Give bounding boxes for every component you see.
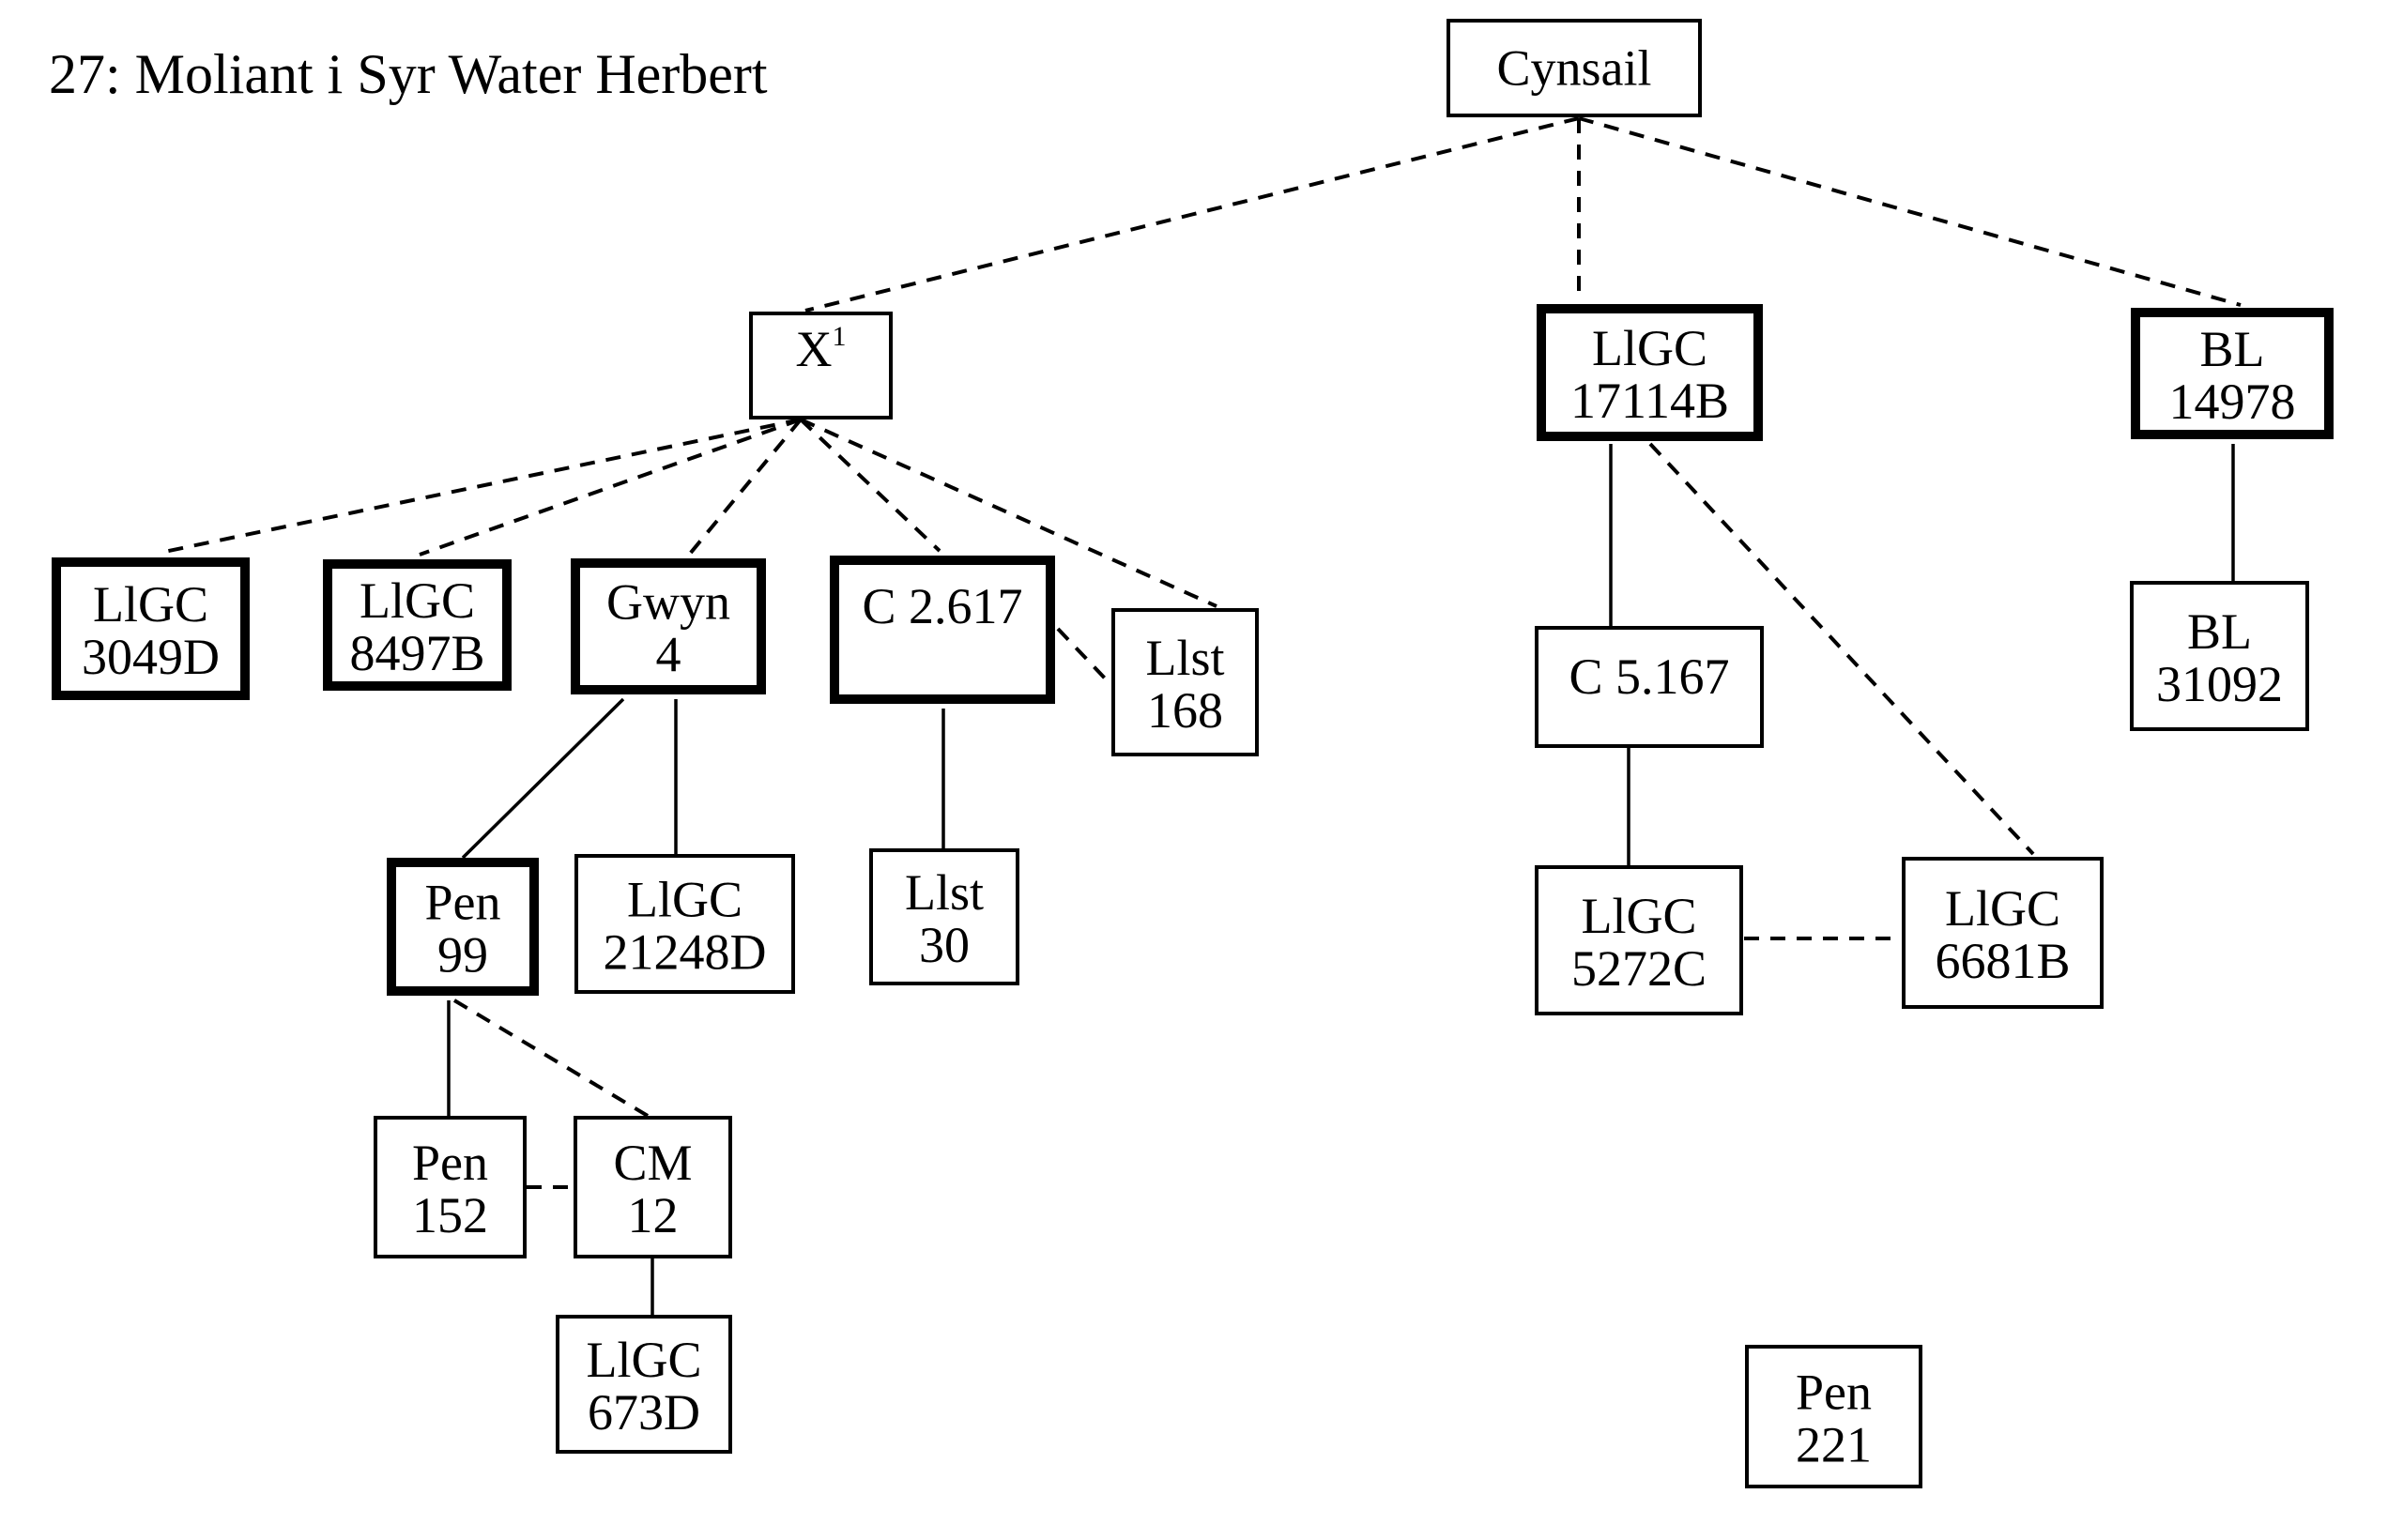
node-label-llgc-21248d-line-2: 21248D	[604, 924, 767, 981]
node-label-llgc-673d-line-1: LlGC	[586, 1332, 701, 1388]
node-label-cm-12-line-1: CM	[613, 1135, 692, 1191]
node-box-cynsail	[1447, 19, 1702, 117]
node-label-llgc-5272c-line-2: 5272C	[1571, 940, 1707, 997]
node-superscript-x1: 1	[833, 321, 847, 352]
node-label-llgc-6681b-line-1: LlGC	[1945, 880, 2060, 937]
node-label-llst-30-line-2: 30	[919, 917, 970, 973]
edge-x1-to-llst-168	[800, 418, 1217, 608]
node-box-llgc-673d	[556, 1315, 732, 1454]
edge-c-2-617-to-llst-168	[1056, 627, 1111, 685]
node-label-c-5-167-line-1: C 5.167	[1569, 648, 1729, 705]
edge-cynsail-to-x1	[804, 116, 1580, 313]
node-box-pen-99	[387, 858, 539, 996]
node-label-pen-99-line-1: Pen	[425, 875, 501, 931]
node-label-llgc-6681b-line-2: 6681B	[1935, 933, 2070, 989]
node-box-llst-168	[1111, 608, 1259, 756]
node-label-llgc-8497b-line-1: LlGC	[360, 572, 475, 629]
node-box-c-5-167	[1535, 626, 1764, 748]
node-label-bl-31092-line-2: 31092	[2156, 656, 2283, 712]
node-label-llgc-673d-line-2: 673D	[588, 1384, 700, 1441]
node-c-5-167: C 5.167	[1535, 626, 1764, 748]
node-box-llgc-5272c	[1535, 865, 1743, 1015]
node-label-x1-line-1: X1	[796, 321, 847, 377]
node-box-llst-30	[869, 848, 1019, 985]
node-label-pen-152-line-1: Pen	[412, 1135, 488, 1191]
node-label-llgc-8497b-line-2: 8497B	[349, 625, 484, 681]
node-label-pen-99-line-2: 99	[437, 927, 488, 983]
node-label-pen-221-line-1: Pen	[1796, 1365, 1872, 1421]
node-label-llgc-5272c-line-1: LlGC	[1581, 888, 1696, 944]
node-box-gwyn-4	[571, 558, 766, 694]
node-box-pen-221	[1745, 1345, 1922, 1488]
node-label-llgc-3049d-line-1: LlGC	[93, 576, 208, 633]
node-box-llgc-6681b	[1902, 857, 2104, 1009]
node-box-x1	[749, 312, 893, 419]
node-box-bl-31092	[2130, 581, 2309, 731]
node-x1: X1	[749, 312, 893, 419]
node-box-c-2-617	[830, 556, 1055, 704]
node-label-llgc-17114b-line-2: 17114B	[1570, 373, 1729, 429]
diagram-title: 27: Moliant i Syr Water Herbert	[49, 43, 768, 105]
node-label-llst-30-line-1: Llst	[905, 864, 984, 921]
node-label-gwyn-4-line-1: Gwyn	[606, 574, 730, 631]
node-box-pen-152	[374, 1116, 527, 1258]
node-label-cm-12-line-2: 12	[628, 1187, 679, 1243]
node-c-2-617: C 2.617	[830, 556, 1055, 704]
edge-pen-99-to-cm-12	[452, 999, 650, 1118]
node-box-llgc-21248d	[574, 854, 795, 994]
node-label-llgc-17114b-line-1: LlGC	[1592, 320, 1707, 376]
edge-x1-to-c-2-617	[799, 418, 941, 553]
node-label-pen-221-line-2: 221	[1796, 1417, 1872, 1473]
edge-x1-to-gwyn-4	[688, 418, 803, 556]
node-label-gwyn-4-line-2: 4	[656, 627, 681, 683]
node-label-llst-168-line-2: 168	[1147, 682, 1223, 739]
node-label-llgc-3049d-line-2: 3049D	[82, 629, 220, 685]
node-cynsail: Cynsail	[1447, 19, 1702, 117]
edge-cynsail-to-bl-14978	[1578, 116, 2242, 307]
node-label-cynsail-line-1: Cynsail	[1496, 40, 1651, 97]
edge-x1-to-llgc-8497b	[419, 418, 802, 557]
node-box-bl-14978	[2131, 308, 2334, 439]
node-box-llgc-17114b	[1537, 304, 1763, 441]
edge-x1-to-llgc-3049d	[159, 418, 802, 555]
node-label-bl-14978-line-2: 14978	[2169, 374, 2296, 430]
edge-llgc-17114b-to-llgc-6681b	[1648, 442, 2035, 856]
node-box-llgc-8497b	[323, 559, 512, 691]
node-label-llgc-21248d-line-1: LlGC	[627, 872, 742, 928]
node-box-cm-12	[574, 1116, 732, 1258]
edges-layer	[159, 116, 2242, 1315]
node-label-bl-14978-line-1: BL	[2199, 321, 2264, 377]
node-label-llst-168-line-1: Llst	[1145, 630, 1224, 686]
edge-gwyn-4-to-pen-99	[461, 697, 625, 860]
node-label-bl-31092-line-1: BL	[2187, 603, 2252, 660]
node-label-c-2-617-line-1: C 2.617	[862, 578, 1022, 634]
node-label-pen-152-line-2: 152	[412, 1187, 488, 1243]
node-box-llgc-3049d	[52, 557, 250, 700]
